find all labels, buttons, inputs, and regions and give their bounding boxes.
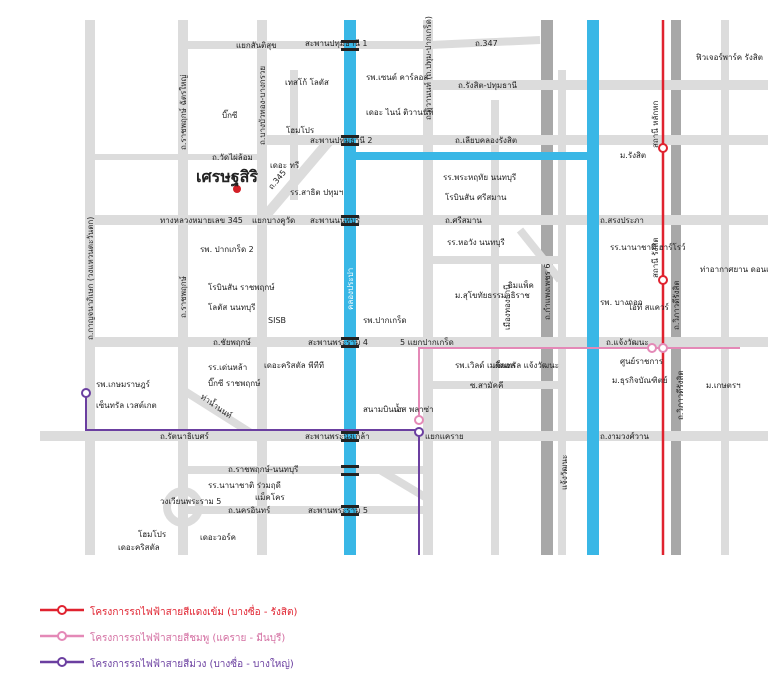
road-diag-345a bbox=[258, 136, 334, 224]
poi-sukhothai: ม.สุโขทัยธรรมาธิราช bbox=[455, 290, 530, 300]
label-ratchaphruek-v: ถ.ราชพฤกษ์ ฉัตรใหญ่ bbox=[178, 74, 188, 150]
legend-purple: โครงการรถไฟฟ้าสายสีม่วง (บางซื่อ - บางให… bbox=[40, 655, 460, 673]
poi-robinson: โรบินสัน ศรีสมาน bbox=[445, 192, 507, 202]
label-sarot-prakan: ถ.สรงประภา bbox=[600, 216, 644, 225]
label-yak-khae-rai: แยกแคราย bbox=[425, 432, 464, 441]
label-ring5: วงเวียนพระราม 5 bbox=[160, 497, 221, 506]
label-ngam-wong-wan: ถ.งามวงศ์วาน bbox=[600, 431, 650, 441]
label-yak-bangkuwat: แยกบางคูวัด bbox=[252, 216, 295, 226]
label-liab-klong: ถ.เลียบคลองรังสิต bbox=[455, 136, 517, 145]
road-diag-ratchaphruek-s bbox=[377, 466, 433, 504]
poi-tesco-top: เทสโก้ โลตัส bbox=[285, 77, 329, 87]
destination-marker bbox=[233, 185, 241, 193]
poi-laksi: แจ้งวัฒนะ bbox=[560, 455, 569, 490]
poi-homepro: โฮมโปร bbox=[286, 125, 315, 135]
poi-rama4-hosp: รพ.ปากเกร็ด bbox=[363, 315, 407, 325]
legend-purple-label: โครงการรถไฟฟ้าสายสีม่วง (บางซื่อ - บางให… bbox=[90, 659, 294, 670]
road-diag-tha-nam bbox=[180, 386, 265, 444]
poi-sch-ratwinit: รร.นานาชาติ ร่วมฤดี bbox=[208, 481, 281, 490]
legend-red: โครงการรถไฟฟ้าสายสีแดงเข้ม (บางซื่อ - รั… bbox=[40, 603, 460, 621]
label-road-345: ทางหลวงหมายเลข 345 bbox=[160, 216, 243, 225]
poi-makro: แม็คโคร bbox=[255, 492, 285, 502]
label-kamphaengphet: ถ.กำแพงเพชร 6 bbox=[543, 264, 552, 320]
label-sapan-pathum2: สะพานปทุมธานี 2 bbox=[310, 136, 373, 145]
label-vibhavadi-hwy: ถ.วิภาวดีรังสิต bbox=[672, 280, 681, 330]
label-yak-pakkret5: 5 แยกปากเกร็ด bbox=[400, 337, 454, 347]
poi-homepro2: โฮมโปร bbox=[138, 529, 167, 539]
poi-sch-jen: รพ.เซนต์ คาร์ลอส bbox=[366, 72, 428, 82]
poi-big-c-ratch: บิ๊กซี ราชพฤกษ์ bbox=[208, 377, 261, 388]
poi-hosp-kasemrat: รพ.เกษมราษฎร์ bbox=[96, 379, 151, 389]
poi-it-square: ไอที สแควร์ bbox=[627, 302, 670, 312]
poi-central-chaeng: เซ็นทรัล แจ้งวัฒนะ bbox=[493, 360, 559, 370]
purple-line-track bbox=[85, 393, 420, 555]
station-label-red2: สถานี รังสิต bbox=[651, 237, 660, 278]
label-sapan-phraram5: สะพานพระราม 5 bbox=[308, 506, 368, 515]
roundabout-phraram5 bbox=[163, 487, 203, 527]
label-kanchanaphisek: ถ.กาญจนาภิเษก (วงแหวนตะวันตก) bbox=[86, 217, 95, 340]
label-tiwanon-v: ถ.ติวานนท์ (ถ.ปทุม-ปากเกร็ด) bbox=[423, 16, 433, 120]
road-diag-muang-thong bbox=[516, 227, 564, 283]
label-chaeng-watthana: ถ.แจ้งวัฒนะ bbox=[606, 338, 649, 347]
poi-robinson-ratchaphruek: โรบินสัน ราชพฤกษ์ bbox=[208, 282, 275, 292]
label-sapan-pathum1: สะพานปทุมธานี 1 bbox=[305, 39, 368, 48]
poi-school1: รร.สาธิต ปทุมฯ bbox=[290, 188, 343, 197]
label-ratchaphruek-v2: ถ.ราชพฤกษ์ bbox=[178, 276, 188, 318]
label-rangsit-pathum: ถ.รังสิต-ปทุมธานี bbox=[458, 81, 518, 90]
poi-dd-mall: เดอะ ไนน์ ติวานนท์ bbox=[366, 107, 433, 117]
legend-pink-label: โครงการรถไฟฟ้าสายสีชมพู (แคราย - มีนบุรี… bbox=[90, 633, 286, 644]
label-river: คลองประปา bbox=[346, 268, 355, 310]
destination-label: เศรษฐสิริ bbox=[196, 167, 258, 187]
rail-stations bbox=[81, 143, 668, 437]
poi-rangsit-univ: ม.รังสิต bbox=[620, 151, 646, 160]
label-sapan-pakkret: สะพานพระนั่งเกล้า bbox=[305, 430, 370, 441]
legend-red-label: โครงการรถไฟฟ้าสายสีแดงเข้ม (บางซื่อ - รั… bbox=[90, 607, 298, 618]
label-vibhavadi: ถ.วิภาวดีรังสิต bbox=[676, 370, 685, 420]
label-nakhon-in: ถ.นครอินทร์ bbox=[228, 505, 271, 515]
station-label-red1: สถานี หลักหก bbox=[651, 100, 660, 148]
poi-sch-tamru: รร.นานาชาติ ฮาร์โรว์ bbox=[610, 242, 685, 252]
poi-sch-phrakhruen: รร.พระหฤทัย นนทบุรี bbox=[443, 173, 517, 182]
legend-pink: โครงการรถไฟฟ้าสายสีชมพู (แคราย - มีนบุรี… bbox=[40, 629, 460, 647]
bridge-markers bbox=[341, 40, 359, 516]
label-sapan-phraram4: สะพานพระราม 4 bbox=[308, 338, 368, 347]
poi-central-west: เซ็นทรัล เวสต์เกต bbox=[96, 400, 157, 410]
poi-muang-thong: เมืองทองธานี bbox=[503, 284, 512, 330]
poi-govt: ศูนย์ราชการ bbox=[620, 356, 664, 367]
label-chaiyaphruek: ถ.ชัยพฤกษ์ bbox=[213, 337, 251, 347]
label-sri-samarn: ถ.ศรีสมาน bbox=[445, 216, 482, 225]
poi-dd-chaeng: เดอะคริสตัล พีทีที bbox=[264, 361, 324, 370]
poi-future-park: ฟิวเจอร์พาร์ค รังสิต bbox=[696, 52, 763, 62]
poi-lotus-nonthaburi: โลตัส นนทบุรี bbox=[208, 302, 256, 312]
label-bangkruai: ถ.บางบัวทอง-บางกรวย bbox=[258, 66, 267, 145]
label-sapan-nonthaburi: สะพานนนทบุรี bbox=[310, 216, 361, 225]
poi-rama-hospital: รพ. ปากเกร็ด 2 bbox=[200, 244, 254, 254]
label-ratchaphruek-non: ถ.ราชพฤกษ์-นนทบุรี bbox=[228, 464, 299, 474]
poi-impact: อิมแพ็ค bbox=[508, 280, 534, 290]
road-h-347 bbox=[429, 36, 541, 49]
pink-line-track bbox=[418, 347, 740, 420]
label-wat-phai-lom: ถ.วัดไผ่ล้อม bbox=[212, 153, 253, 162]
label-road-347: ถ.347 bbox=[475, 39, 498, 48]
poi-the-tree: เดอะ ทรี bbox=[270, 161, 300, 170]
poi-sch-bangkok: รพ. บางกอก bbox=[600, 298, 643, 307]
poi-big-c: บิ๊กซี bbox=[222, 109, 238, 120]
label-samakkhi: ซ.สามัคคี bbox=[470, 381, 503, 390]
poi-plaza: เอส พลาซ่า bbox=[394, 405, 434, 414]
poi-sch-chalerm: รร.เด่นหล้า bbox=[208, 363, 247, 372]
label-sanambinnam: สนามบินน้ำ bbox=[363, 403, 404, 414]
poi-crystal: เดอะคริสตัล bbox=[118, 543, 160, 552]
poi-mega: รพ.เวิลด์ เมดิคอล bbox=[455, 360, 515, 370]
label-ratanathibet: ถ.รัตนาธิเบศร์ bbox=[160, 431, 210, 441]
poi-sch-nonthaburi: รร.หอวัง นนทบุรี bbox=[447, 238, 505, 247]
poi-airport: ท่าอากาศยาน ดอนเมือง bbox=[700, 265, 768, 274]
poi-the-walk: เดอะวอร์ค bbox=[200, 532, 236, 542]
poi-sisb: SISB bbox=[268, 316, 286, 325]
poi-ubon: ม.ธุรกิจบัณฑิตย์ bbox=[612, 375, 668, 385]
label-yak-santisuk: แยกสันติสุข bbox=[236, 41, 277, 50]
poi-kasetsart: ม.เกษตรฯ bbox=[706, 381, 741, 390]
